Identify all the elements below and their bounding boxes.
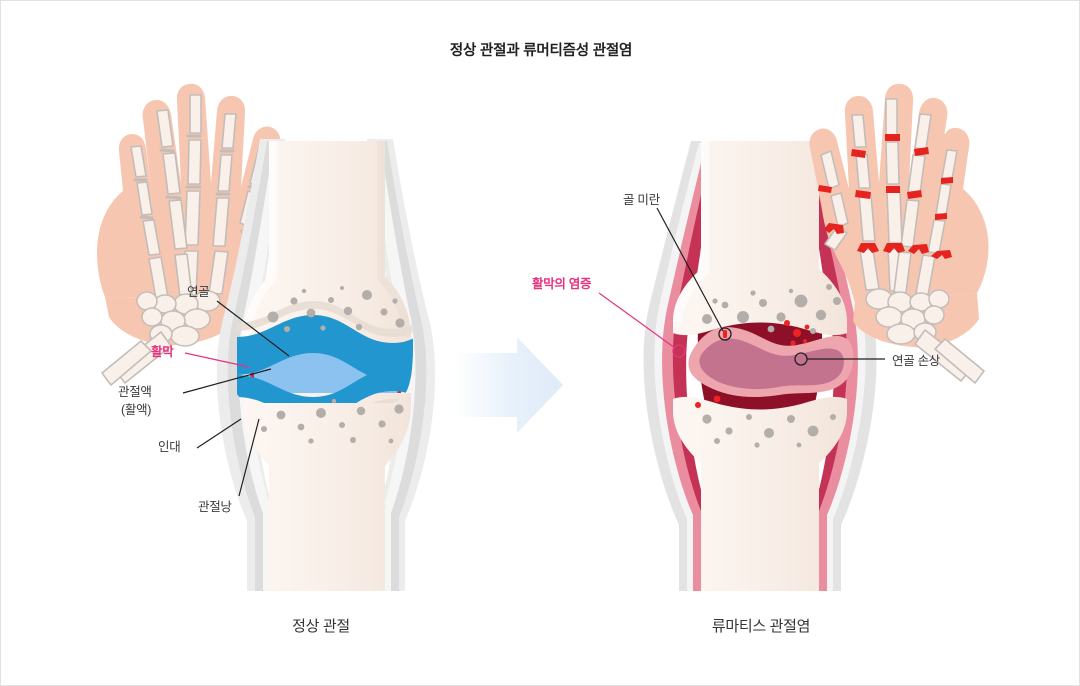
page-title: 정상 관절과 류머티즘성 관절염 [449,43,633,59]
callout-leader-lines [182,207,885,497]
label-cartilage-damage: 연골 손상 [892,354,940,368]
caption-ra-joint: 류마티스 관절염 [711,618,811,635]
normal-hand-illustration [97,83,281,386]
inflamed-joint-markers [818,134,953,259]
label-synovial-inflammation: 활막의 염증 [532,277,592,291]
label-bone-erosion: 골 미란 [623,193,660,207]
transition-arrow-icon [453,337,563,433]
label-ligament: 인대 [158,440,181,454]
erosion-spots [695,320,810,408]
ra-joint-illustration [643,141,877,591]
label-cartilage: 연골 [187,285,210,299]
label-synovial-fluid-line1: 관절액 [118,385,152,399]
caption-normal-joint: 정상 관절 [292,618,350,635]
bone-marrow-dots [267,286,405,332]
ra-hand-illustration [809,83,989,384]
label-joint-capsule: 관절낭 [198,500,232,514]
label-synovium: 활막 [151,345,174,359]
label-synovial-fluid-line2: (활액) [121,403,152,417]
normal-joint-illustration [216,139,436,591]
